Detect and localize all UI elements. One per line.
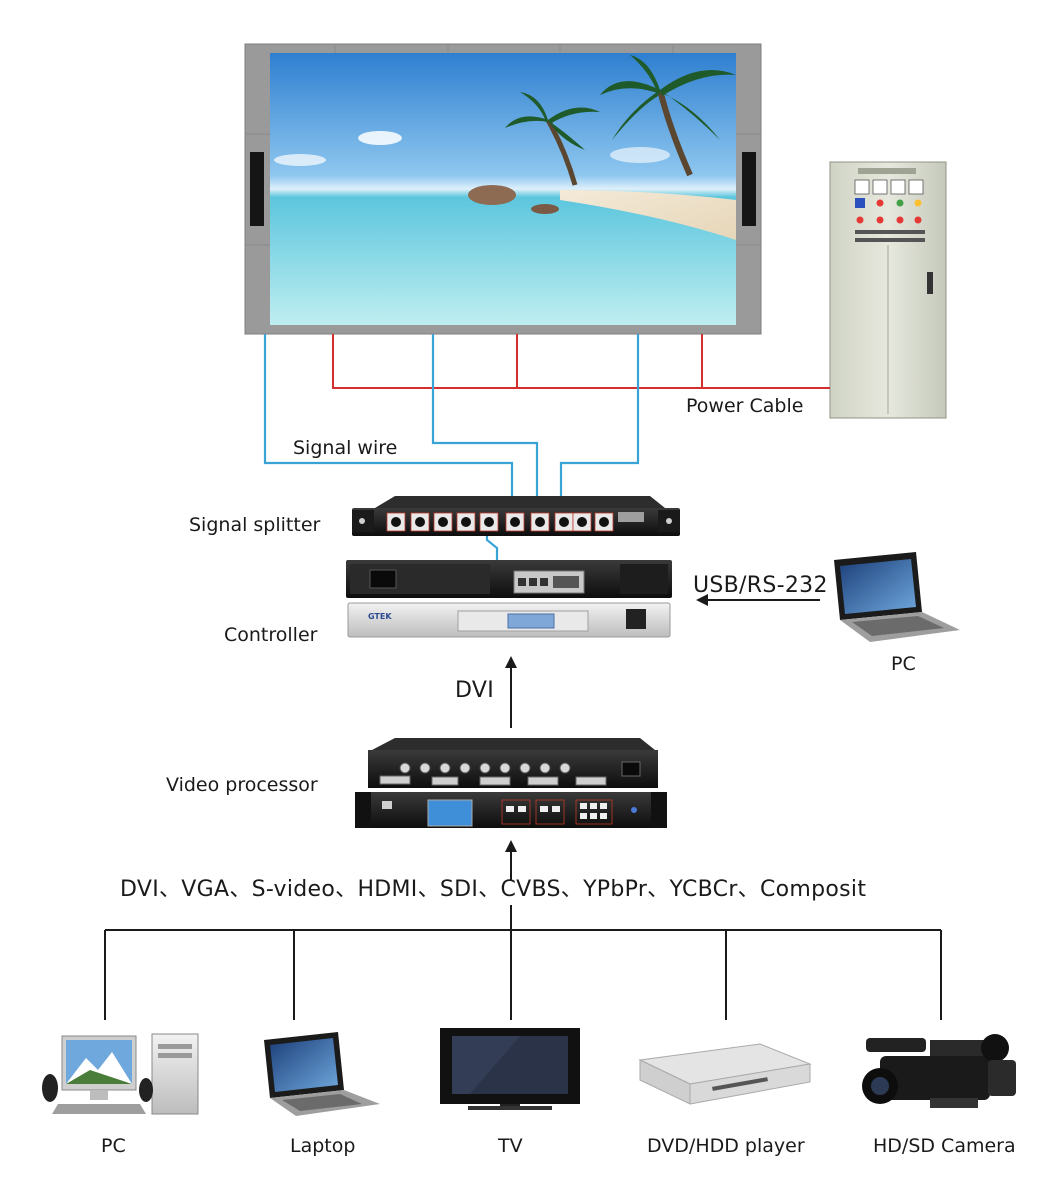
source-label-tv: TV: [497, 1135, 523, 1157]
processor-bnc-connector: [479, 762, 491, 774]
video-processor-device-front: [355, 792, 667, 828]
processor-bnc-connector: [559, 762, 571, 774]
processor-bnc-connector: [539, 762, 551, 774]
desktop-pc-icon: [42, 1033, 199, 1115]
processor-bnc-connector: [399, 762, 411, 774]
power-distribution-cabinet: [829, 161, 947, 419]
processor-bnc-connector: [439, 762, 451, 774]
pc-laptop-icon: [834, 552, 960, 642]
splitter-port: [510, 517, 520, 527]
dvi-label: DVI: [455, 678, 494, 703]
source-label-camera: HD/SD Camera: [873, 1135, 1016, 1157]
splitter-ports: [386, 512, 614, 532]
processor-rear-connectors: [379, 762, 607, 786]
splitter-port: [535, 517, 545, 527]
processor-bnc-connector: [459, 762, 471, 774]
processor-bnc-connector: [419, 762, 431, 774]
processor-port: [527, 776, 559, 786]
signal-splitter-device: [352, 496, 680, 536]
laptop-icon: [264, 1032, 380, 1116]
processor-port: [379, 775, 411, 785]
splitter-port: [415, 517, 425, 527]
signal-splitter-label: Signal splitter: [189, 514, 321, 536]
source-label-laptop: Laptop: [290, 1135, 355, 1157]
splitter-port: [461, 517, 471, 527]
power-cable-label: Power Cable: [686, 395, 803, 417]
splitter-port: [577, 517, 587, 527]
pc-top-label: PC: [891, 653, 916, 675]
processor-port: [575, 776, 607, 786]
source-label-dvd: DVD/HDD player: [647, 1135, 805, 1157]
splitter-port: [438, 517, 448, 527]
controller-device-rear: [346, 560, 672, 598]
input-formats-label: DVI、VGA、S-video、HDMI、SDI、CVBS、YPbPr、YCBC…: [120, 877, 866, 902]
dvi-connection: [505, 656, 517, 728]
processor-port: [431, 776, 459, 786]
power-cable-lines: [332, 334, 830, 389]
splitter-port: [599, 517, 609, 527]
splitter-port: [391, 517, 401, 527]
source-distribution-bus: [104, 905, 942, 1020]
processor-bnc-connector: [499, 762, 511, 774]
usb-rs232-label: USB/RS-232: [693, 573, 828, 598]
usb-rs232-connection: [696, 594, 820, 606]
splitter-port: [559, 517, 569, 527]
tv-icon: [440, 1028, 580, 1110]
controller-device-front: GTEK: [347, 602, 671, 638]
splitter-port: [484, 517, 494, 527]
controller-brand: GTEK: [368, 612, 392, 621]
dvd-hdd-player-icon: [638, 1043, 812, 1105]
controller-label: Controller: [224, 624, 318, 646]
signal-wire-label: Signal wire: [293, 437, 397, 459]
source-label-pc: PC: [101, 1135, 126, 1157]
processor-port: [479, 776, 511, 786]
camera-icon: [862, 1034, 1016, 1108]
input-to-processor-arrow: [505, 840, 517, 880]
video-processor-device-rear: [368, 738, 658, 788]
processor-bnc-connector: [519, 762, 531, 774]
video-processor-label: Video processor: [166, 774, 318, 796]
led-display-screen: [244, 43, 762, 335]
signal-wire-lines: [263, 334, 640, 577]
